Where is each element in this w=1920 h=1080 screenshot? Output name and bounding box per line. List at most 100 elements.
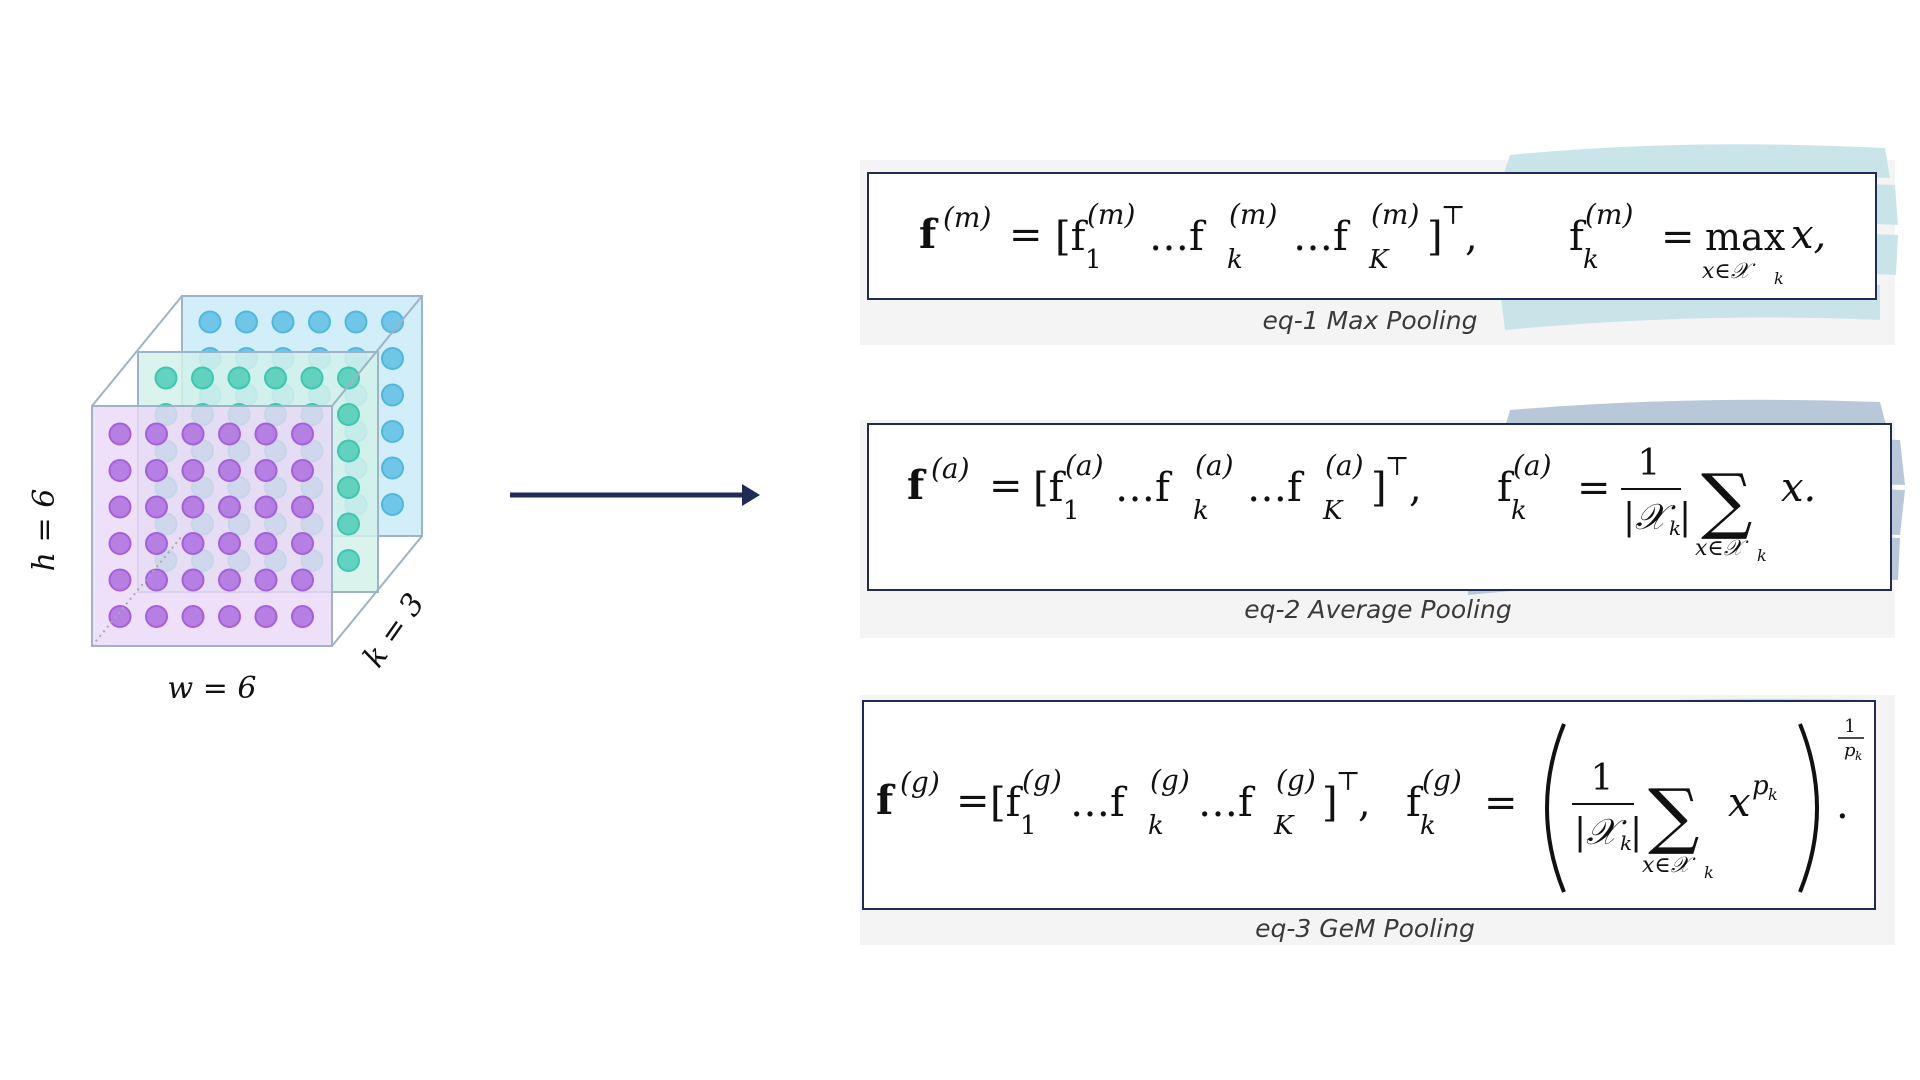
- dot-middle: [337, 476, 360, 499]
- svg-text:…f: …f: [1293, 214, 1351, 260]
- cube-edges: [91, 295, 423, 647]
- svg-text:k: k: [1227, 245, 1243, 275]
- svg-text:⊤: ⊤: [1441, 201, 1465, 231]
- svg-text:|: |: [1679, 497, 1691, 538]
- svg-text:k: k: [1148, 811, 1164, 841]
- dot-front: [108, 422, 132, 446]
- svg-text:1: 1: [1591, 758, 1614, 799]
- svg-text:k: k: [1855, 749, 1862, 763]
- dot-front: [181, 495, 205, 519]
- svg-text:x∈𝒳: x∈𝒳: [1695, 536, 1749, 561]
- dot-back: [381, 456, 404, 480]
- svg-text:(a): (a): [931, 452, 970, 485]
- svg-text:x.: x.: [1781, 465, 1816, 511]
- dot-middle: [337, 439, 360, 463]
- dot-back: [381, 493, 404, 516]
- dot-front: [181, 605, 205, 628]
- svg-text:(m): (m): [1229, 198, 1277, 231]
- dot-front: [108, 459, 132, 482]
- dot-front: [108, 532, 132, 555]
- dot-middle: [337, 366, 360, 390]
- svg-text:[f: [f: [1033, 465, 1067, 511]
- equation-box-average: f (a) = [f (a) 1 …f (a) k …f (a) K ] ⊤ ,…: [867, 423, 1892, 591]
- dot-front: [291, 422, 314, 446]
- svg-text:k: k: [1669, 516, 1681, 540]
- svg-text:(a): (a): [1065, 449, 1104, 482]
- svg-text:(g): (g): [1150, 764, 1190, 797]
- svg-text:,: ,: [1465, 214, 1478, 260]
- svg-text:f: f: [919, 211, 939, 258]
- svg-text:K: K: [1368, 245, 1390, 275]
- svg-text:k: k: [1583, 245, 1599, 275]
- svg-text:x,: x,: [1791, 212, 1826, 258]
- svg-text:1: 1: [1063, 496, 1080, 526]
- svg-text:f: f: [1569, 214, 1587, 260]
- svg-text:…f: …f: [1115, 465, 1173, 511]
- svg-text:⊤: ⊤: [1336, 767, 1360, 797]
- feature-tensor-diagram: h = 6 w = 6 k = 3: [30, 295, 432, 706]
- dot-front: [291, 568, 314, 592]
- transform-arrow: [510, 484, 760, 506]
- dot-front: [218, 495, 241, 519]
- svg-text:(m): (m): [1371, 198, 1419, 231]
- caption-gem-pooling: eq-3 GeM Pooling: [1255, 914, 1475, 943]
- svg-text:…f: …f: [1198, 780, 1256, 826]
- dot-back: [308, 310, 331, 334]
- svg-text:k: k: [1768, 785, 1778, 804]
- svg-text:k: k: [1757, 546, 1767, 565]
- dot-back: [344, 310, 368, 334]
- dot-middle: [300, 366, 324, 390]
- formula-max-pooling: f (m) = [f (m) 1 …f (m) k …f (m) K ] ⊤ ,…: [919, 198, 1826, 288]
- svg-text:1: 1: [1020, 811, 1037, 841]
- svg-text:(g): (g): [1276, 764, 1316, 797]
- dot-front: [145, 605, 168, 628]
- dot-front: [108, 605, 132, 628]
- dot-front: [254, 532, 278, 555]
- dot-front: [254, 459, 278, 482]
- width-label: w = 6: [168, 671, 257, 706]
- svg-text:k: k: [1420, 811, 1436, 841]
- svg-text:f: f: [1406, 780, 1424, 826]
- svg-text:⊤: ⊤: [1385, 452, 1409, 482]
- svg-text:(m): (m): [943, 201, 991, 234]
- dot-front: [181, 532, 205, 555]
- dot-front: [218, 568, 241, 592]
- svg-text:(m): (m): [1585, 198, 1633, 231]
- depth-label: k = 3: [357, 587, 432, 674]
- dot-middle: [154, 366, 178, 390]
- equation-box-gem: f (g) = [f (g) 1 …f (g) k …f (g) K ] ⊤ ,…: [862, 700, 1876, 910]
- dot-front: [254, 495, 278, 519]
- svg-text:x∈𝒳: x∈𝒳: [1642, 853, 1696, 878]
- formula-gem-pooling: f (g) = [f (g) 1 …f (g) k …f (g) K ] ⊤ ,…: [876, 716, 1864, 893]
- svg-text:…f: …f: [1247, 465, 1305, 511]
- dot-front: [181, 422, 205, 446]
- svg-text:(m): (m): [1087, 198, 1135, 231]
- dot-middle: [337, 403, 360, 426]
- svg-text:(g): (g): [900, 766, 940, 799]
- svg-text:∑: ∑: [1701, 458, 1752, 542]
- dot-middle: [227, 366, 251, 390]
- dot-middle: [337, 549, 360, 572]
- svg-text:.: .: [1836, 782, 1849, 828]
- svg-text:(a): (a): [1513, 449, 1552, 482]
- dot-front: [145, 532, 168, 555]
- svg-text:k: k: [1620, 831, 1632, 855]
- dot-middle: [191, 366, 214, 390]
- height-label: h = 6: [30, 489, 62, 572]
- dot-front: [254, 422, 278, 446]
- svg-text:k: k: [1704, 863, 1714, 882]
- dot-front: [145, 495, 168, 519]
- svg-text:x∈𝒳: x∈𝒳: [1702, 259, 1756, 284]
- dot-front: [218, 422, 241, 446]
- dot-back: [271, 310, 295, 334]
- svg-text:=: =: [1009, 212, 1043, 258]
- dot-back: [381, 383, 404, 407]
- svg-text:k: k: [1193, 496, 1209, 526]
- dot-front: [254, 568, 278, 592]
- equation-box-max: f (m) = [f (m) 1 …f (m) k …f (m) K ] ⊤ ,…: [867, 172, 1877, 300]
- dot-back: [381, 347, 404, 370]
- svg-text:1: 1: [1085, 245, 1102, 275]
- svg-text:,: ,: [1358, 780, 1371, 826]
- dot-back: [235, 310, 258, 334]
- dot-front: [218, 532, 241, 555]
